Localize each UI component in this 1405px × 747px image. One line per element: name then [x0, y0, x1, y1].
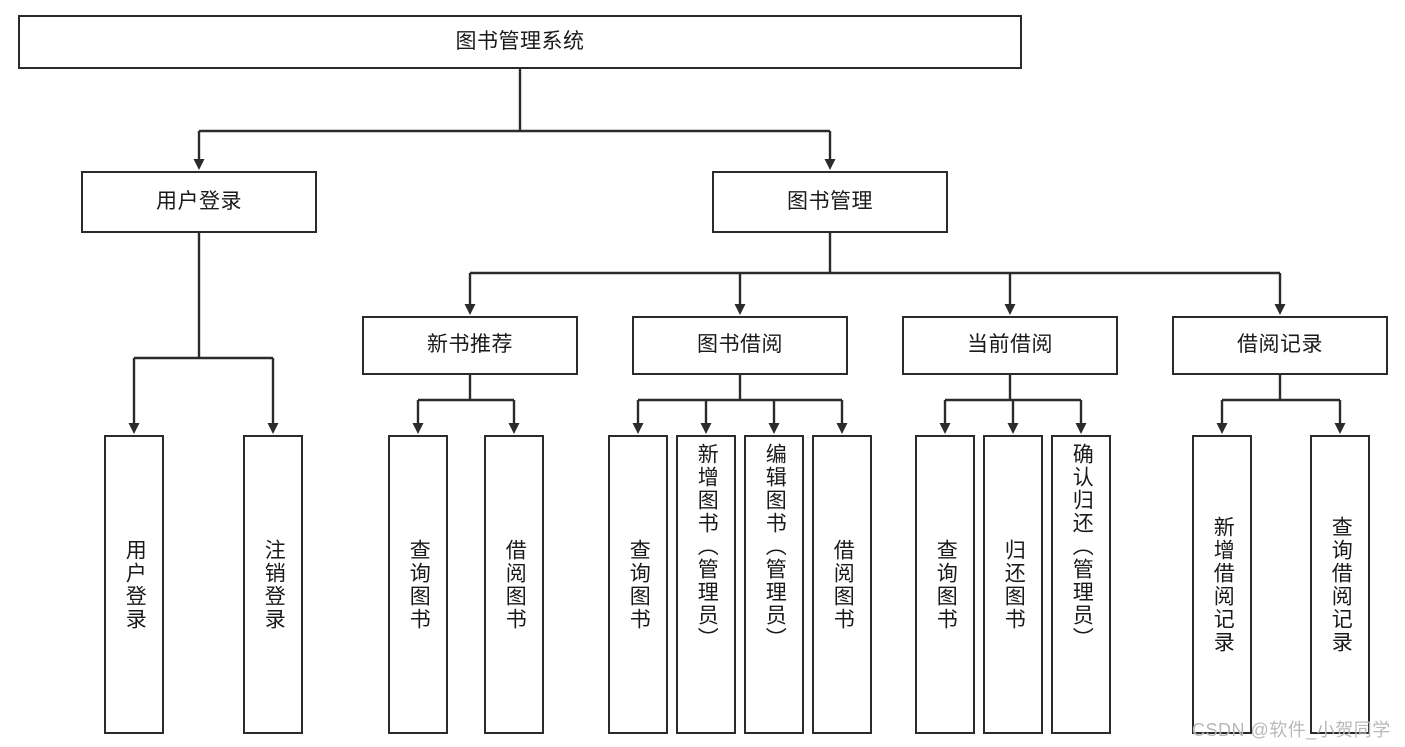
node-leaf-add-record[interactable]: 新增借阅记录	[1192, 435, 1252, 734]
node-leaf-user-login-label: 用户登录	[123, 538, 147, 631]
node-leaf-logout[interactable]: 注销登录	[243, 435, 303, 734]
node-leaf-add-book-label: 新增图书（管理员）	[695, 443, 719, 650]
node-leaf-logout-label: 注销登录	[262, 538, 286, 631]
node-leaf-borrow-book-2-label: 借阅图书	[831, 538, 855, 631]
node-root-label: 图书管理系统	[455, 29, 585, 53]
node-borrow-record-label: 借阅记录	[1237, 333, 1323, 357]
node-leaf-return-book-label: 归还图书	[1002, 538, 1026, 631]
node-book-manage[interactable]: 图书管理	[712, 171, 948, 233]
node-borrow-record[interactable]: 借阅记录	[1172, 316, 1388, 375]
node-new-book-rec-label: 新书推荐	[427, 333, 513, 357]
node-root[interactable]: 图书管理系统	[18, 15, 1022, 69]
node-leaf-add-book[interactable]: 新增图书（管理员）	[676, 435, 736, 734]
node-current-borrow-label: 当前借阅	[967, 333, 1053, 357]
node-leaf-query-book-3[interactable]: 查询图书	[915, 435, 975, 734]
node-leaf-borrow-book-1-label: 借阅图书	[503, 538, 527, 631]
node-book-borrow-label: 图书借阅	[697, 333, 783, 357]
node-user-login[interactable]: 用户登录	[81, 171, 317, 233]
node-leaf-query-book-1-label: 查询图书	[407, 538, 431, 631]
node-new-book-rec[interactable]: 新书推荐	[362, 316, 578, 375]
node-leaf-add-record-label: 新增借阅记录	[1211, 515, 1235, 654]
node-leaf-borrow-book-2[interactable]: 借阅图书	[812, 435, 872, 734]
node-book-manage-label: 图书管理	[787, 189, 873, 213]
node-user-login-label: 用户登录	[156, 189, 242, 213]
node-leaf-user-login[interactable]: 用户登录	[104, 435, 164, 734]
node-leaf-query-record[interactable]: 查询借阅记录	[1310, 435, 1370, 734]
node-leaf-query-book-3-label: 查询图书	[934, 538, 958, 631]
node-leaf-edit-book-label: 编辑图书（管理员）	[763, 443, 787, 650]
node-leaf-return-book[interactable]: 归还图书	[983, 435, 1043, 734]
node-leaf-query-book-2[interactable]: 查询图书	[608, 435, 668, 734]
node-book-borrow[interactable]: 图书借阅	[632, 316, 848, 375]
node-leaf-edit-book[interactable]: 编辑图书（管理员）	[744, 435, 804, 734]
csdn-watermark: CSDN @软件_小贺同学	[1192, 720, 1391, 740]
node-leaf-confirm-return-label: 确认归还（管理员）	[1070, 443, 1094, 650]
node-leaf-confirm-return[interactable]: 确认归还（管理员）	[1051, 435, 1111, 734]
node-leaf-borrow-book-1[interactable]: 借阅图书	[484, 435, 544, 734]
node-leaf-query-record-label: 查询借阅记录	[1329, 515, 1353, 654]
node-leaf-query-book-2-label: 查询图书	[627, 538, 651, 631]
node-leaf-query-book-1[interactable]: 查询图书	[388, 435, 448, 734]
node-current-borrow[interactable]: 当前借阅	[902, 316, 1118, 375]
